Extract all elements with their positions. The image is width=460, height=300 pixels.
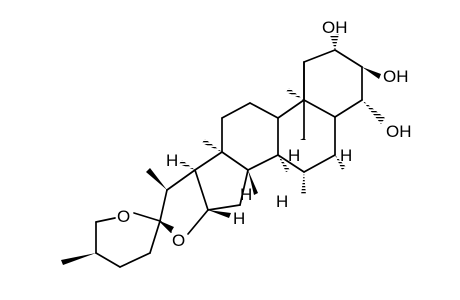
h-14-label: H [276, 192, 288, 211]
wedge-3-oh [362, 67, 381, 79]
ring-o-thp-label: O [117, 207, 130, 226]
h-9-label: H [240, 185, 252, 204]
hash-2-oh [330, 34, 339, 50]
wedge-spiro-o [160, 221, 174, 232]
hash-h-5 [335, 155, 346, 170]
oh-2-label: OH [322, 18, 348, 37]
wedge-h-14 [248, 170, 258, 195]
hash-h-9 [278, 155, 290, 172]
wedge-methyl-25 [61, 253, 96, 265]
h-8-label: H [288, 146, 300, 165]
h-16-label: H [233, 209, 245, 228]
hash-4-oh [362, 100, 385, 124]
wedge-methyl-20 [146, 168, 167, 190]
oh-3-label: OH [383, 67, 409, 86]
wedge-bonds [61, 67, 381, 265]
hashed-bonds [179, 34, 385, 195]
wedge-h-16 [208, 210, 231, 218]
ring-f [95, 212, 161, 268]
wedge-h-8 [300, 138, 306, 140]
h-5-label: H [340, 146, 352, 165]
h-17-label: H [166, 151, 178, 170]
hash-h-8-lower [301, 172, 306, 195]
hash-h-17 [179, 160, 195, 170]
ring-c [221, 102, 279, 171]
atom-labels: OH OH OH O O H H H H H H [117, 18, 412, 250]
ring-b [277, 99, 336, 173]
hash-methyl-10 [286, 88, 304, 100]
ring-a [303, 49, 363, 118]
ring-d [194, 151, 249, 211]
ring-o-thf-label: O [172, 231, 185, 250]
substituent-bonds [303, 61, 336, 118]
oh-4-label: OH [386, 122, 412, 141]
hash-methyl-13 [202, 139, 222, 152]
